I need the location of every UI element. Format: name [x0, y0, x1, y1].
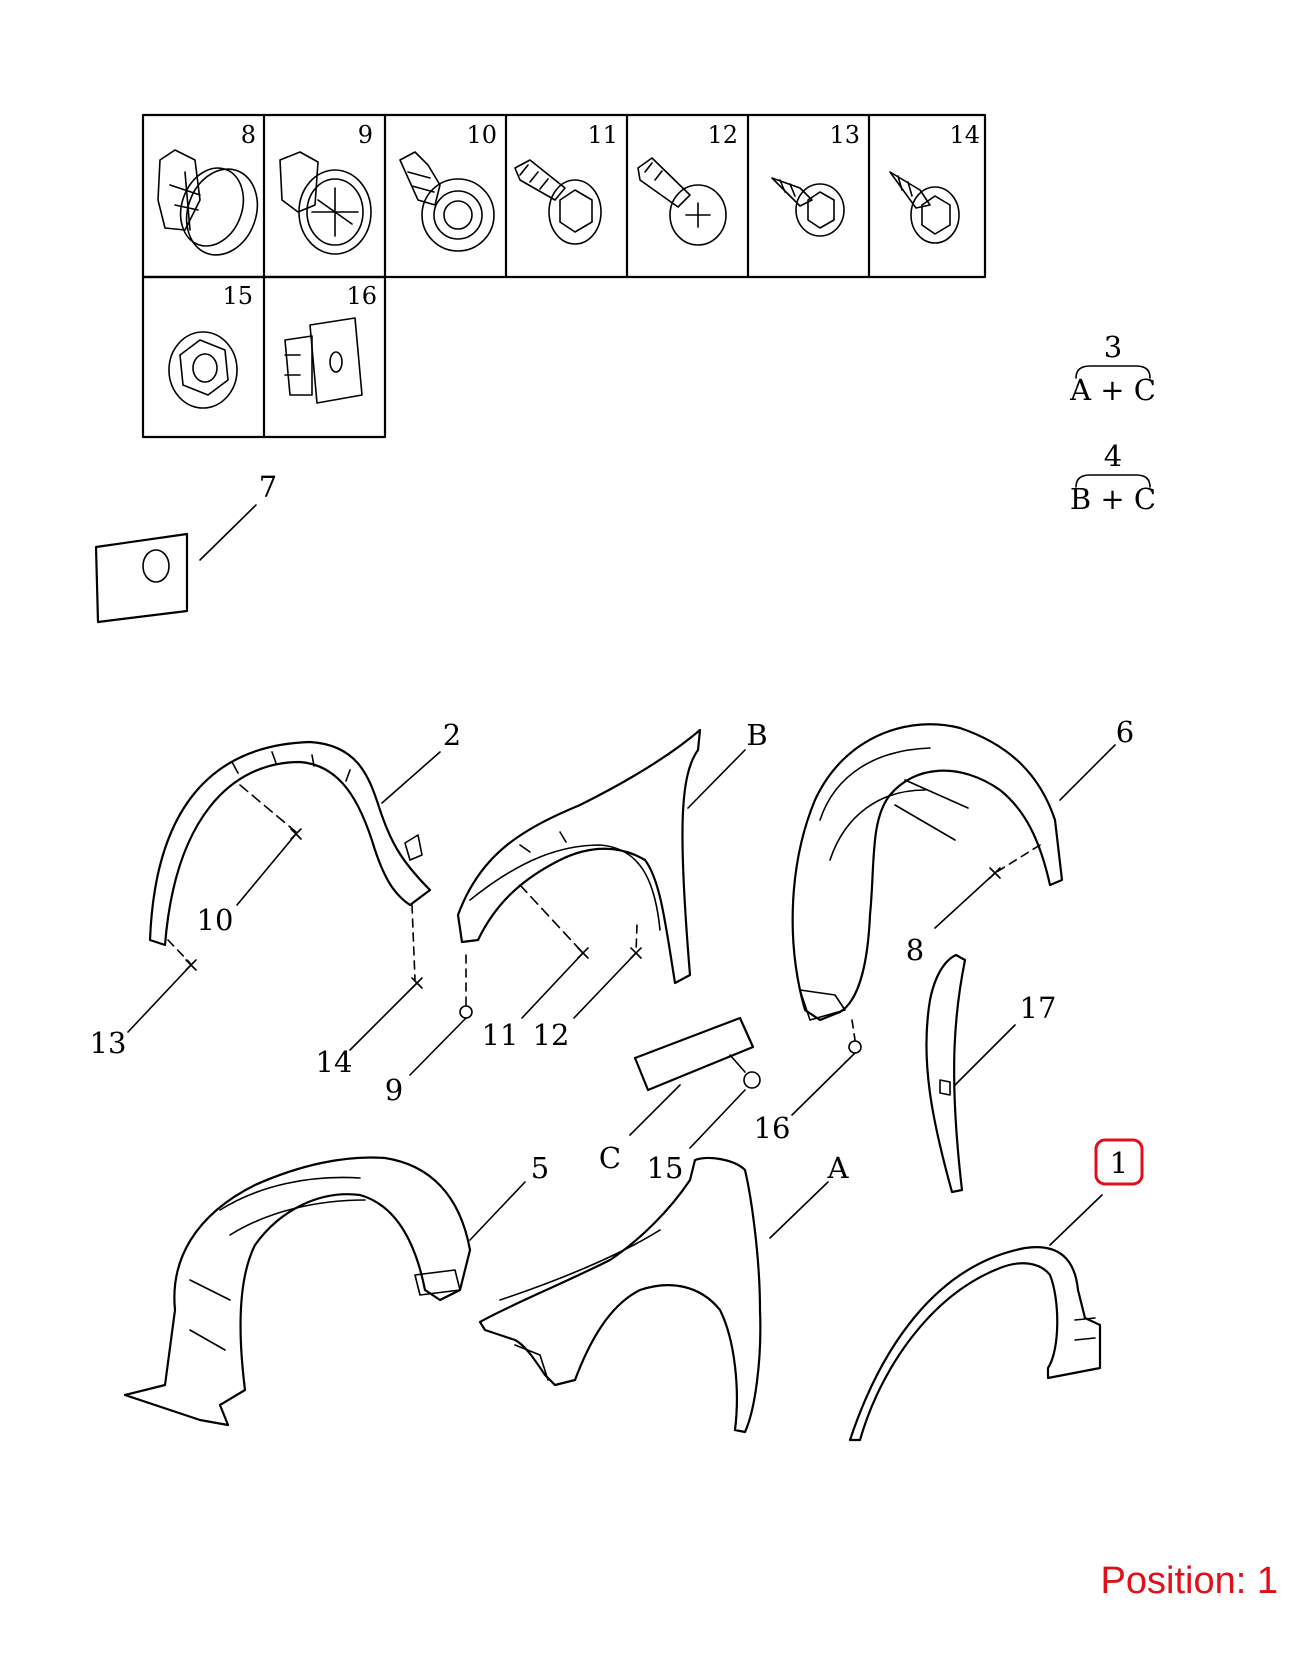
push-clip-icon	[157, 149, 259, 256]
callout-8: 8	[906, 933, 924, 967]
callout-6: 6	[1116, 715, 1134, 749]
fir-tree-clip-icon	[399, 151, 495, 252]
position-label: Position: 1	[1100, 1560, 1278, 1602]
kit-3-number: 3	[1104, 330, 1122, 364]
kit-4-notation: 4 B + C	[1070, 439, 1156, 516]
part-7-label: 7	[94, 470, 277, 624]
flange-nut-icon	[168, 331, 238, 409]
callout-14: 14	[316, 1045, 353, 1079]
kit-3-notation: 3 A + C	[1069, 330, 1156, 407]
kit-4-number: 4	[1104, 439, 1122, 473]
part-A-fender: A	[478, 1151, 850, 1434]
part-17-strip: 17	[925, 953, 1057, 1194]
hex-bolt-icon	[514, 159, 602, 245]
callout-5: 5	[531, 1151, 549, 1185]
tapping-screw-icon	[771, 177, 845, 237]
legend-cell-9: 9	[358, 121, 373, 149]
part-2-arch-moulding: 2 10 13 14	[90, 718, 462, 1079]
part-B-fender: B 11 12 9	[385, 718, 768, 1107]
callout-9: 9	[385, 1073, 403, 1107]
callout-C: C	[599, 1141, 621, 1175]
part-1-arch-moulding: 1	[848, 1138, 1144, 1442]
legend-cell-13: 13	[829, 121, 860, 149]
callout-12: 12	[533, 1018, 570, 1052]
hex-tapping-screw-icon	[889, 171, 960, 244]
callout-B: B	[746, 718, 767, 752]
callout-15: 15	[647, 1151, 684, 1185]
legend-cell-14: 14	[949, 121, 980, 149]
part-C-pad: C 15	[599, 1016, 761, 1185]
washer-screw-icon	[637, 157, 727, 246]
square-clip-icon	[284, 317, 363, 404]
part-6-wheel-liner: 6 8 16	[754, 715, 1135, 1145]
callout-2: 2	[443, 718, 461, 752]
fastener-legend: 8 9 10 11 12 13 14 15 16	[141, 113, 987, 439]
callout-13: 13	[90, 1026, 127, 1060]
legend-cell-12: 12	[707, 121, 738, 149]
legend-cell-11: 11	[587, 121, 618, 149]
nut-clip-icon	[279, 151, 372, 255]
callout-7: 7	[259, 470, 277, 504]
callout-11: 11	[482, 1018, 519, 1052]
legend-cell-10: 10	[466, 121, 497, 149]
part-5-wheel-liner: 5	[123, 1151, 549, 1427]
kit-4-content: B + C	[1070, 482, 1156, 516]
highlight-box	[1094, 1138, 1144, 1186]
callout-17: 17	[1020, 991, 1057, 1025]
callout-10: 10	[197, 903, 234, 937]
callout-16: 16	[754, 1111, 791, 1145]
callout-A: A	[827, 1151, 850, 1185]
kit-3-content: A + C	[1069, 373, 1156, 407]
legend-cell-8: 8	[241, 121, 256, 149]
legend-cell-15: 15	[222, 282, 253, 310]
legend-cell-16: 16	[346, 282, 377, 310]
callout-1: 1	[1110, 1146, 1128, 1180]
